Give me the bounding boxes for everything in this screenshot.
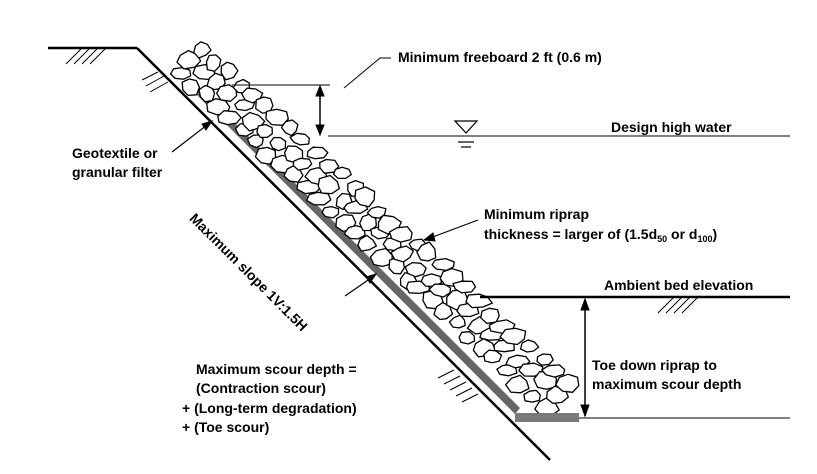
riprap-stone	[366, 205, 387, 219]
riprap-stone	[505, 374, 530, 394]
scour-label-line2: (Contraction scour)	[196, 380, 326, 396]
riprap-stone	[431, 257, 455, 272]
filter-leader	[171, 120, 214, 153]
toe-down-label-line1: Toe down riprap to	[592, 357, 717, 373]
ambient-bed-label: Ambient bed elevation	[604, 277, 754, 293]
freeboard-dimension	[315, 84, 325, 137]
riprap-stone	[292, 157, 313, 171]
riprap-stone	[280, 119, 299, 137]
riprap-stone	[416, 241, 437, 262]
riprap-stone	[483, 349, 503, 364]
riprap-stone	[305, 191, 332, 206]
riprap-stone	[246, 134, 264, 149]
riprap-stone	[541, 364, 566, 378]
riprap-stone	[317, 174, 340, 195]
riprap-stone	[388, 225, 413, 243]
riprap-stone	[448, 314, 466, 329]
riprap-stone	[217, 110, 242, 126]
riprap-stone	[206, 72, 226, 91]
riprap-stone	[499, 327, 527, 346]
scour-label-line3: + (Long-term degradation)	[182, 400, 357, 416]
riprap-stone	[433, 301, 454, 321]
riprap-stone	[536, 353, 554, 366]
riprap-stone	[452, 280, 477, 294]
riprap-stone	[220, 61, 239, 81]
riprap-stone	[198, 84, 216, 103]
riprap-stone	[332, 166, 352, 180]
toe-down-dimension	[580, 297, 590, 418]
freeboard-leader	[343, 57, 391, 89]
riprap-stone	[205, 54, 222, 72]
toe-pad	[515, 413, 579, 422]
slope-hatch	[141, 71, 479, 403]
riprap-stone	[265, 108, 289, 126]
riprap-stones	[169, 41, 580, 417]
thickness-label-line1: Minimum riprap	[484, 206, 590, 222]
riprap-stone	[306, 146, 329, 160]
filter-label-line1: Geotextile or	[72, 145, 158, 161]
thickness-leader	[422, 219, 479, 242]
riprap-stone	[390, 245, 415, 263]
riprap-stone	[169, 66, 192, 80]
ground-hatch-symbol	[65, 47, 107, 65]
riprap-stone	[428, 283, 452, 298]
riprap-stone	[321, 205, 340, 219]
riprap-stone	[357, 234, 378, 252]
riprap-stone	[181, 78, 201, 97]
freeboard-label: Minimum freeboard 2 ft (0.6 m)	[398, 49, 602, 65]
riprap-stone	[519, 339, 540, 353]
bank-slope-line	[136, 47, 551, 461]
thickness-label-line2: thickness = larger of (1.5d50 or d100)	[484, 226, 718, 244]
water-surface-symbol	[453, 120, 479, 148]
riprap-stone	[404, 261, 427, 278]
riprap-stone	[480, 307, 500, 325]
slope-leader	[344, 273, 378, 297]
riprap-stone	[523, 389, 542, 403]
riprap-stone	[256, 123, 273, 139]
riprap-stone	[343, 224, 366, 240]
riprap-stone	[319, 158, 340, 174]
ground-hatch-symbol	[657, 296, 699, 314]
riprap-stone	[289, 132, 310, 146]
riprap-stone	[269, 136, 287, 152]
riprap-stone	[254, 146, 277, 165]
riprap-stone	[555, 373, 580, 393]
riprap-stone	[193, 41, 212, 59]
riprap-stone	[458, 331, 476, 345]
design-high-water-label: Design high water	[611, 119, 732, 135]
filter-label-line2: granular filter	[72, 164, 163, 180]
scour-label-line4: + (Toe scour)	[182, 419, 270, 435]
scour-label-line1: Maximum scour depth =	[196, 361, 357, 377]
riprap-stone	[354, 186, 376, 208]
toe-down-label-line2: maximum scour depth	[592, 376, 742, 392]
